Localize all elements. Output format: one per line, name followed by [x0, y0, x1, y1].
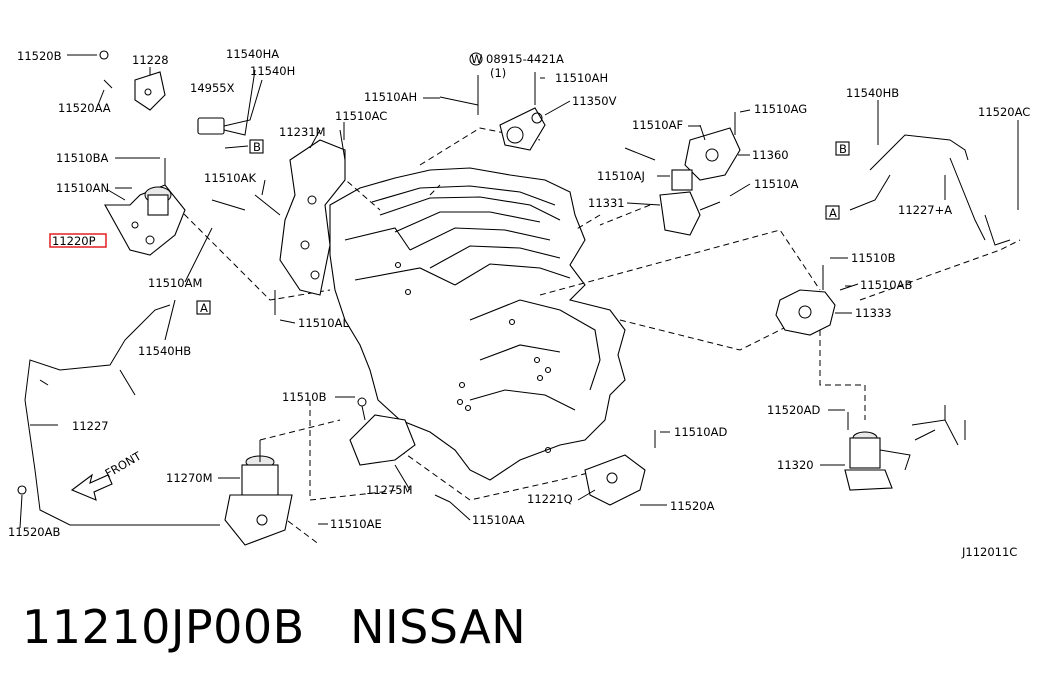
label-qty: (1) — [490, 66, 506, 80]
label-11510AC: 11510AC — [335, 109, 387, 123]
label-11510A: 11510A — [754, 177, 799, 191]
front-arrow: FRONT — [70, 448, 145, 501]
label-11540HA: 11540HA — [226, 47, 279, 61]
label-11221Q: 11221Q — [527, 492, 573, 506]
label-11220P-highlighted: 11220P — [52, 234, 96, 248]
mount-11270m — [224, 440, 293, 546]
label-11275M: 11275M — [366, 483, 413, 497]
callout-b-left: B — [249, 139, 264, 154]
label-11331: 11331 — [588, 196, 625, 210]
label-11540HB-left: 11540HB — [138, 344, 191, 358]
label-11510AM: 11510AM — [148, 276, 202, 290]
callout-a-left: A — [196, 300, 211, 315]
label-11350V: 11350V — [572, 94, 617, 108]
bracket-11227a — [849, 134, 1019, 246]
svg-text:B: B — [839, 142, 847, 156]
label-11510AN: 11510AN — [56, 181, 109, 195]
part-labels: 11520B 11228 11540HA 11540H 14955X 11520… — [8, 47, 1030, 559]
label-11333: 11333 — [855, 306, 892, 320]
label-11231M: 11231M — [279, 125, 326, 139]
label-11227: 11227 — [72, 419, 109, 433]
label-11510AK: 11510AK — [204, 171, 256, 185]
label-11510AL: 11510AL — [298, 316, 349, 330]
caption-part-number: 11210JP00B — [22, 600, 305, 654]
sensor-14955x — [197, 69, 263, 149]
torque-rod-11350v — [439, 72, 546, 151]
bracket-11275m — [349, 397, 451, 503]
cable-11227 — [17, 299, 220, 526]
label-11540HB-right: 11540HB — [846, 86, 899, 100]
label-11520AA: 11520AA — [58, 101, 111, 115]
engine-block — [329, 167, 626, 481]
label-11510B-center: 11510B — [282, 390, 327, 404]
label-08915-4421A: 08915-4421A — [486, 52, 564, 66]
label-11510AH-right: 11510AH — [555, 71, 608, 85]
label-11510BA: 11510BA — [56, 151, 108, 165]
mount-11333 — [775, 265, 859, 336]
diagram-code: J112011C — [961, 545, 1017, 559]
part-caption: 11210JP00B NISSAN — [22, 600, 526, 654]
svg-text:B: B — [253, 140, 261, 154]
bracket-11360 — [624, 112, 741, 181]
label-11510B-right: 11510B — [851, 251, 896, 265]
label-14955X: 14955X — [190, 81, 235, 95]
washer-symbol-icon — [469, 52, 483, 66]
label-11520AC: 11520AC — [978, 105, 1030, 119]
label-11510AD: 11510AD — [674, 425, 727, 439]
label-11510AJ: 11510AJ — [597, 169, 645, 183]
label-11228: 11228 — [132, 53, 169, 67]
label-leaders — [19, 54, 1019, 529]
label-11510AH-left: 11510AH — [364, 90, 417, 104]
callout-b-right: B — [835, 141, 850, 156]
label-11520B: 11520B — [17, 49, 62, 63]
label-11510AA: 11510AA — [472, 513, 525, 527]
svg-text:W: W — [471, 52, 482, 66]
bracket-11231m — [211, 129, 346, 315]
bracket-11228 — [99, 50, 166, 111]
bracket-11320-stay — [911, 405, 966, 446]
label-11320: 11320 — [777, 458, 814, 472]
dashed-leaders — [169, 127, 1021, 546]
mount-11320 — [844, 412, 911, 491]
label-11520A: 11520A — [670, 499, 715, 513]
svg-text:A: A — [829, 206, 837, 220]
label-11520AD: 11520AD — [767, 403, 820, 417]
label-11270M: 11270M — [166, 471, 213, 485]
label-11360: 11360 — [752, 148, 789, 162]
highlight-box — [49, 233, 107, 248]
caption-brand: NISSAN — [350, 600, 527, 654]
svg-text:A: A — [200, 301, 208, 315]
label-11520AB: 11520AB — [8, 525, 60, 539]
callout-a-right: A — [825, 205, 840, 220]
label-11510AB: 11510AB — [860, 278, 912, 292]
bracket-11221q — [584, 430, 656, 506]
label-11510AE: 11510AE — [330, 517, 382, 531]
insulator-11331 — [659, 169, 721, 236]
engine-mount-11220p — [104, 158, 186, 256]
label-11510AF: 11510AF — [632, 118, 683, 132]
label-11227A: 11227+A — [898, 203, 952, 217]
front-label: FRONT — [103, 448, 145, 480]
label-11510AG: 11510AG — [754, 102, 807, 116]
label-11540H: 11540H — [250, 64, 295, 78]
